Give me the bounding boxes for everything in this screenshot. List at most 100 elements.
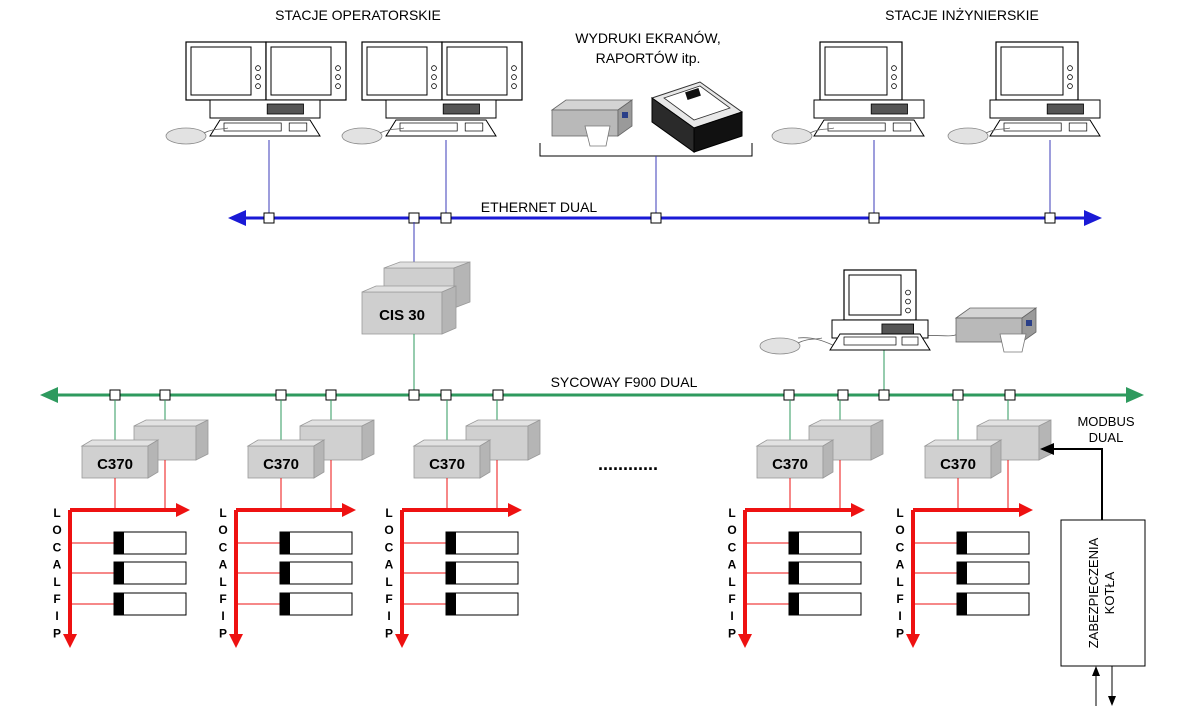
localfip-letter: L	[385, 575, 392, 589]
localfip-letter: P	[385, 626, 393, 640]
keyboard-icon	[989, 119, 1101, 137]
localfip-letter: A	[219, 558, 228, 572]
computer-base-icon	[813, 99, 925, 119]
operator-stations-label: STACJE OPERATORSKIE	[275, 7, 441, 23]
io-module	[745, 531, 862, 555]
io-module	[402, 531, 519, 555]
engineering-station	[947, 41, 1101, 145]
sycoway-node	[159, 389, 171, 401]
mouse-icon	[759, 337, 823, 355]
localfip-letter: A	[728, 558, 737, 572]
ethernet-nodes	[263, 140, 1056, 224]
localfip-letter: P	[896, 626, 904, 640]
io-module	[236, 531, 353, 555]
localfip-letter: C	[219, 540, 228, 554]
io-module	[913, 592, 1030, 616]
localfip-letter: L	[896, 575, 903, 589]
localfip-letter: A	[385, 558, 394, 572]
io-module	[913, 531, 1030, 555]
printouts-label-line1: WYDRUKI EKRANÓW,	[575, 30, 720, 46]
keyboard-icon	[385, 119, 497, 137]
localfip-letter: L	[219, 575, 226, 589]
sycoway-node	[492, 389, 504, 401]
boiler-protection-label-line2: KOTŁA	[1102, 571, 1117, 614]
localfip-letter: O	[384, 523, 393, 537]
localfip-letter: F	[53, 592, 60, 606]
cis-30-label: CIS 30	[379, 307, 425, 324]
mouse-icon	[165, 127, 229, 145]
sycoway-label: SYCOWAY F900 DUAL	[551, 374, 698, 390]
mouse-icon	[771, 127, 835, 145]
controller-label: C370	[97, 456, 133, 473]
monitor-icon	[819, 41, 903, 101]
monitor-icon	[185, 41, 267, 101]
ethernet-bus	[228, 210, 1102, 226]
sycoway-node	[440, 389, 452, 401]
localfip-letter: L	[896, 506, 903, 520]
sycoway-node	[952, 389, 964, 401]
io-module	[70, 592, 187, 616]
localfip-letter: L	[53, 506, 60, 520]
operator-station	[165, 41, 347, 145]
localfip-letter: O	[218, 523, 227, 537]
sycoway-nodes	[109, 389, 1016, 401]
flatbed-printer-icon	[650, 81, 744, 153]
ethernet-node	[868, 212, 880, 224]
printers-group	[539, 81, 753, 218]
localfip-letter: F	[219, 592, 226, 606]
monitor-icon	[441, 41, 523, 101]
sycoway-node	[109, 389, 121, 401]
sycoway-node	[1004, 389, 1016, 401]
engineering-station	[771, 41, 925, 145]
printouts-label-line2: RAPORTÓW itp.	[596, 50, 701, 66]
operator-station	[341, 41, 523, 145]
ethernet-node	[1044, 212, 1056, 224]
localfip-letter: I	[55, 609, 58, 623]
localfip-letter: L	[728, 506, 735, 520]
ethernet-node	[440, 212, 452, 224]
localfip-letter: P	[728, 626, 736, 640]
sycoway-node	[408, 389, 420, 401]
monitor-icon	[843, 269, 917, 321]
localfip-letter: L	[385, 506, 392, 520]
monitor-icon	[265, 41, 347, 101]
boiler-protection-label-line1: ZABEZPIECZENIA	[1086, 537, 1101, 648]
controller-label: C370	[772, 456, 808, 473]
modbus-label-line2: DUAL	[1089, 430, 1124, 445]
localfip-letter: I	[730, 609, 733, 623]
mouse-icon	[341, 127, 405, 145]
modbus-link: MODBUS DUAL	[1040, 414, 1135, 520]
io-module	[70, 531, 187, 555]
localfip-letter: F	[385, 592, 392, 606]
mouse-icon	[947, 127, 1011, 145]
localfip-letter: C	[728, 540, 737, 554]
keyboard-icon	[829, 333, 931, 351]
controller-label: C370	[940, 456, 976, 473]
keyboard-icon	[813, 119, 925, 137]
localfip-letter: C	[53, 540, 62, 554]
localfip-letter: F	[728, 592, 735, 606]
localfip-letter: I	[898, 609, 901, 623]
localfip-letter: L	[53, 575, 60, 589]
engineering-station	[759, 269, 931, 355]
sycoway-node	[325, 389, 337, 401]
io-module	[236, 592, 353, 616]
localfip-letter: A	[896, 558, 905, 572]
localfip-letter: C	[385, 540, 394, 554]
computer-base-icon	[385, 99, 497, 119]
localfip-letter: L	[728, 575, 735, 589]
more-controllers-ellipsis: ............	[598, 454, 658, 474]
keyboard-icon	[209, 119, 321, 137]
controllers-group: C370LOCALFIPC370LOCALFIPC370LOCALFIPC370…	[52, 400, 1052, 648]
localfip-letter: O	[727, 523, 736, 537]
sycoway-node	[878, 389, 890, 401]
sycoway-node	[783, 389, 795, 401]
io-module	[402, 561, 519, 585]
